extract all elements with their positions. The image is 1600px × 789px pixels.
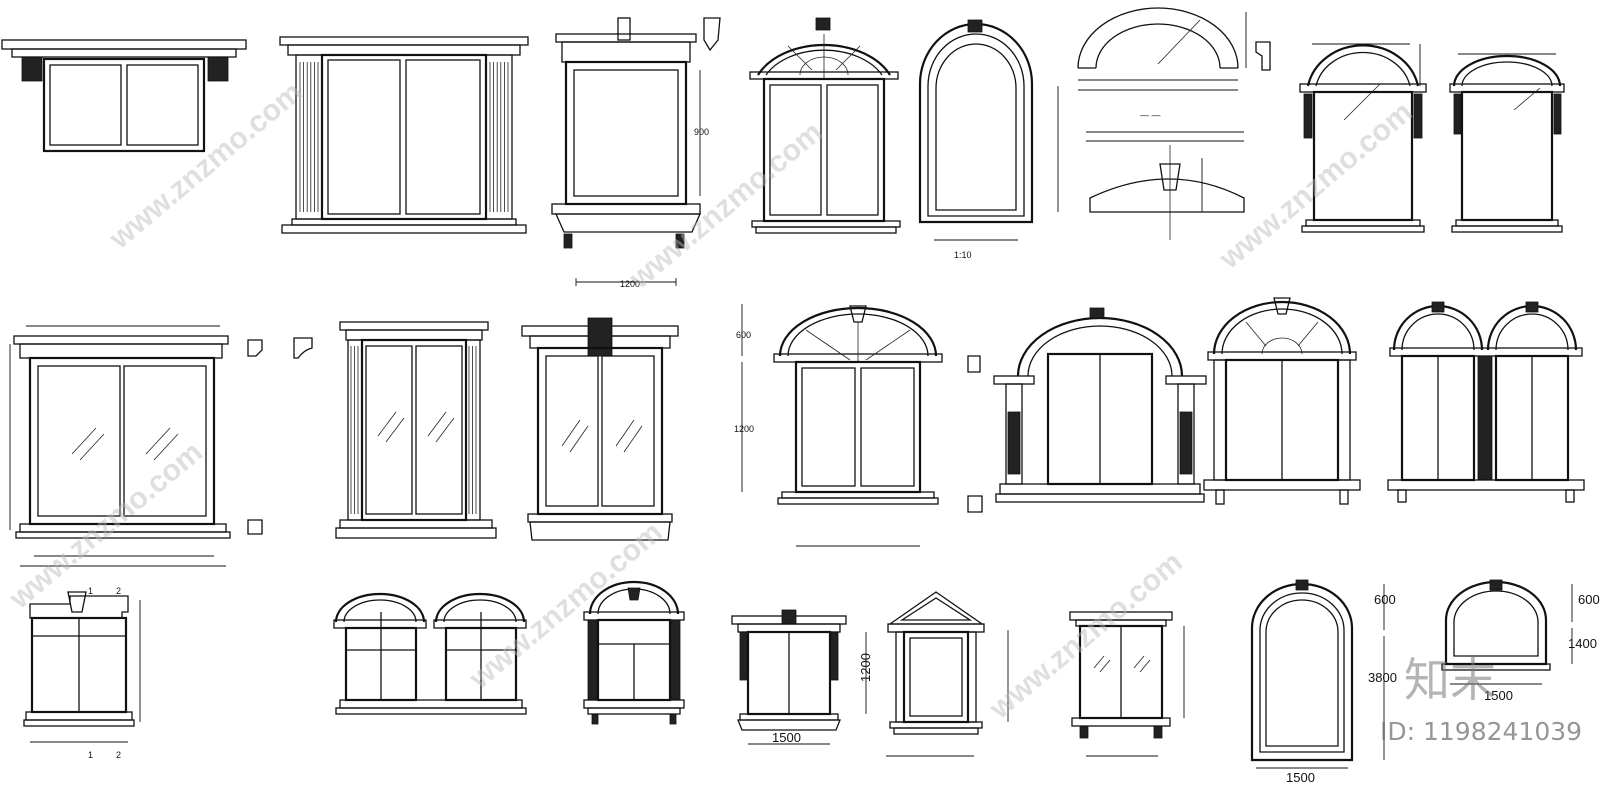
- dim-600-label-c: 600: [1578, 592, 1600, 607]
- dim-900-label: 900: [694, 127, 709, 137]
- window-tall-round-top: 600 3800 1500: [1250, 579, 1397, 785]
- watermark-1: www.znzmo.com: [103, 75, 309, 256]
- scale-note: 1:10: [954, 250, 972, 260]
- window-arched-fanlight: [749, 17, 901, 234]
- window-flat-cornice-brackets: [1, 39, 247, 153]
- dim-600-label-b: 600: [1374, 592, 1396, 607]
- window-glazed-feet: [1069, 611, 1185, 757]
- window-keystone-sill: 1200 900: [551, 17, 721, 289]
- dim-3800-label: 3800: [1368, 670, 1397, 685]
- brand-logo-text: 知末: [1404, 654, 1496, 706]
- watermark-4: www.znzmo.com: [3, 435, 209, 616]
- svg-text:— —: — —: [1140, 110, 1161, 120]
- dim-1500-label-a: 1500: [772, 730, 801, 745]
- watermark-3: www.znzmo.com: [1213, 95, 1419, 276]
- section-mark-2-bottom: 2: [116, 750, 121, 760]
- window-segment-arch-corbels: [1299, 43, 1427, 233]
- dim-1500-label-c: 1500: [1484, 688, 1513, 703]
- window-short-arched: 600 1400 1500: [1441, 579, 1600, 703]
- brand-id-text: ID: 1198241039: [1380, 717, 1582, 746]
- window-fluted-pilasters: [279, 36, 529, 234]
- window-twin-arched: [1387, 301, 1585, 503]
- window-small-arched-pilasters: [583, 580, 685, 725]
- window-large-glazed: [9, 325, 313, 567]
- window-keystone-glazed: [521, 317, 679, 541]
- window-arched-fan-pilasters: [1203, 297, 1361, 505]
- window-columns-glazed: [335, 321, 497, 539]
- watermark-6: www.znzmo.com: [983, 545, 1189, 726]
- dim-600-label-a: 600: [736, 330, 751, 340]
- dim-1400-label: 1400: [1568, 636, 1597, 651]
- window-twin-segmental: [333, 592, 527, 715]
- window-shallow-arch: [1449, 53, 1565, 233]
- window-arched-sunburst: 600 1200: [734, 304, 943, 547]
- dim-1200-label-b: 1200: [858, 653, 873, 682]
- section-mark-1-bottom: 1: [88, 750, 93, 760]
- dim-1200-label: 1200: [620, 279, 640, 289]
- section-mark-2-top: 2: [116, 586, 121, 596]
- window-corbels-1500: 1200 1500: [731, 609, 873, 745]
- window-round-top: 1:10: [918, 19, 1059, 260]
- window-pediment: [886, 591, 1009, 757]
- dim-1200-label-c: 1200: [734, 424, 754, 434]
- watermark-2: www.znzmo.com: [623, 115, 829, 296]
- watermark-5: www.znzmo.com: [463, 515, 669, 696]
- dim-1500-label-b: 1500: [1286, 770, 1315, 784]
- arch-detail-drawing: — —: [1077, 7, 1271, 240]
- window-section-keystone: 1 2 1 2: [23, 586, 141, 760]
- section-mark-1-top: 1: [88, 586, 93, 596]
- window-arch-columns: [967, 307, 1207, 513]
